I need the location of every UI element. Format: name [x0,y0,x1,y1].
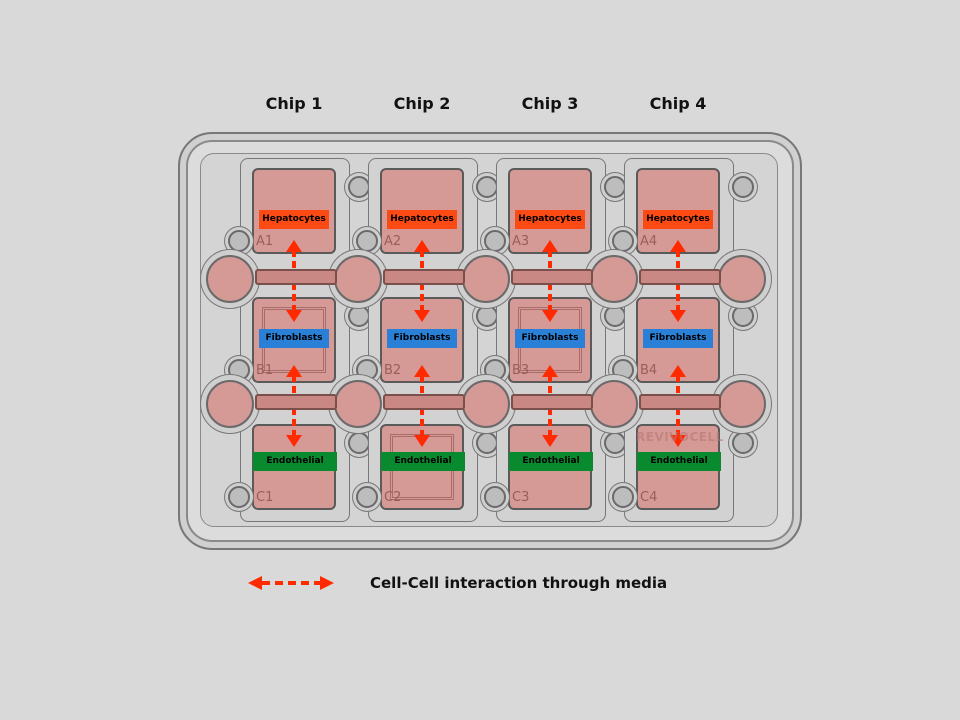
cell-label-endothelial: Endothelial [637,452,721,471]
port [228,230,250,252]
well-id-label: B1 [256,363,274,378]
well-id-label: C3 [512,490,530,505]
port [484,359,506,381]
cell-label-fibroblasts: Fibroblasts [387,329,457,348]
port [476,176,498,198]
media-reservoir [206,380,254,428]
chip-title: Chip 2 [393,94,451,113]
port [348,176,370,198]
media-reservoir [590,380,638,428]
port [604,305,626,327]
media-reservoir [206,255,254,303]
media-reservoir [334,255,382,303]
port [612,230,634,252]
chip-title: Chip 3 [521,94,579,113]
port [484,230,506,252]
port [476,305,498,327]
well-id-label: A3 [512,234,530,249]
legend-text: Cell-Cell interaction through media [370,574,668,592]
port [356,359,378,381]
media-reservoir [718,380,766,428]
cell-label-fibroblasts: Fibroblasts [515,329,585,348]
well-id-label: A4 [640,234,658,249]
port [356,486,378,508]
cell-label-endothelial: Endothelial [509,452,593,471]
media-reservoir [718,255,766,303]
media-channel [639,269,721,285]
cell-label-fibroblasts: Fibroblasts [259,329,329,348]
media-channel [255,394,337,410]
well-id-label: A1 [256,234,274,249]
media-reservoir [334,380,382,428]
media-reservoir [462,255,510,303]
well-id-label: B4 [640,363,658,378]
well-id-label: C4 [640,490,658,505]
port [732,432,754,454]
chip-title: Chip 4 [649,94,707,113]
well-id-label: C1 [256,490,274,505]
cell-label-hepatocytes: Hepatocytes [643,210,713,229]
port [348,432,370,454]
cell-label-endothelial: Endothelial [381,452,465,471]
cell-label-hepatocytes: Hepatocytes [259,210,329,229]
watermark-logo: REVIVOCELL [636,430,724,444]
port [356,230,378,252]
port [476,432,498,454]
port [228,486,250,508]
cell-label-fibroblasts: Fibroblasts [643,329,713,348]
port [484,486,506,508]
media-reservoir [590,255,638,303]
well-id-label: B2 [384,363,402,378]
port [732,305,754,327]
port [612,486,634,508]
media-channel [639,394,721,410]
cell-label-hepatocytes: Hepatocytes [515,210,585,229]
media-channel [511,394,593,410]
port [604,432,626,454]
media-channel [383,269,465,285]
media-reservoir [462,380,510,428]
media-channel [255,269,337,285]
cell-label-endothelial: Endothelial [253,452,337,471]
media-channel [511,269,593,285]
port [612,359,634,381]
well-id-label: C2 [384,490,402,505]
port [732,176,754,198]
port [228,359,250,381]
legend-arrow-icon [248,576,334,590]
cell-label-hepatocytes: Hepatocytes [387,210,457,229]
media-channel [383,394,465,410]
port [348,305,370,327]
port [604,176,626,198]
well-id-label: A2 [384,234,402,249]
well-id-label: B3 [512,363,530,378]
chip-title: Chip 1 [265,94,323,113]
